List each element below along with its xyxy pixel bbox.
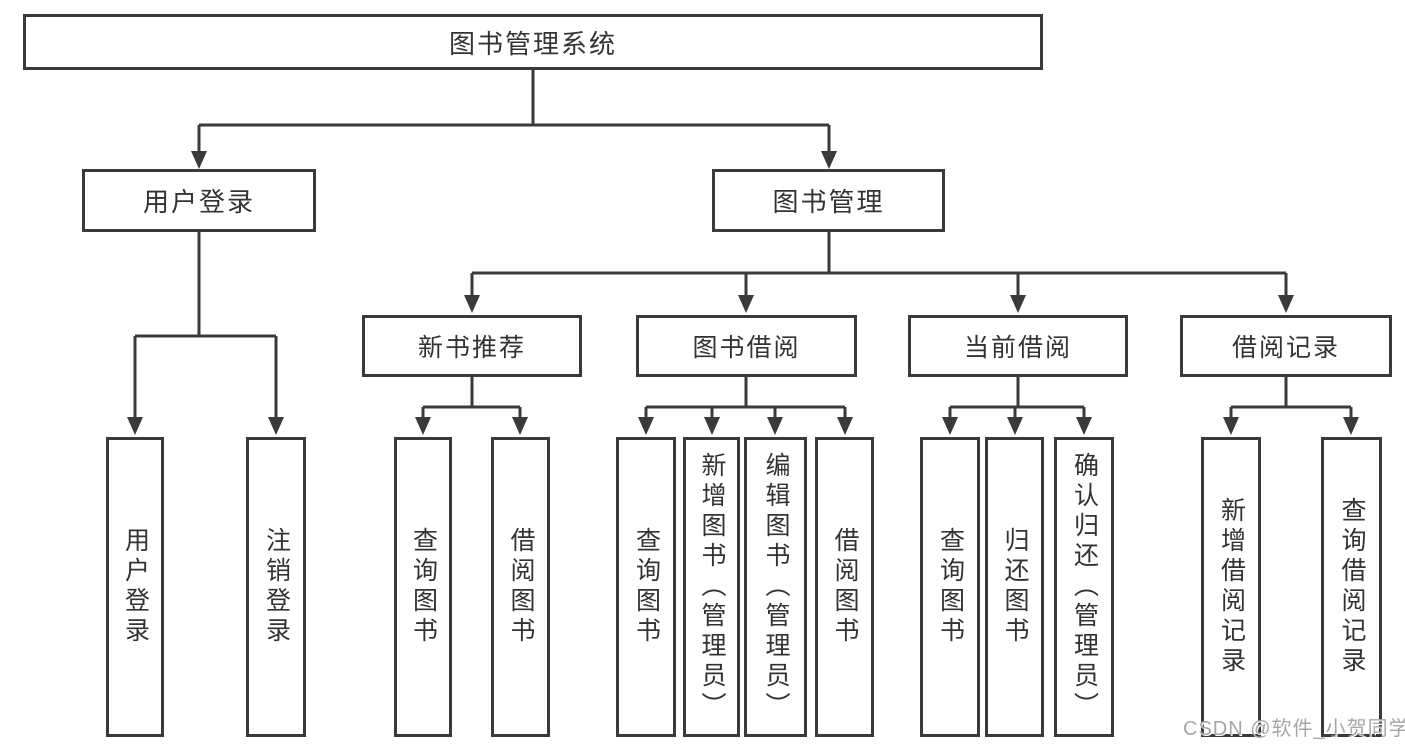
leaf-query-books-borrow: 查询图书 [616, 437, 676, 737]
edge-user-login-children [127, 232, 284, 435]
leaf-query-books-recommend: 查询图书 [394, 437, 452, 737]
edge-current-borrow-children [942, 377, 1092, 435]
edge-book-borrow-children [638, 377, 853, 435]
node-book-borrow: 图书借阅 [636, 315, 857, 377]
leaf-query-books-current: 查询图书 [920, 437, 980, 737]
leaf-edit-book-admin: 编辑图书（管理员） [744, 437, 807, 737]
leaf-logout: 注销登录 [246, 437, 306, 737]
leaf-add-borrow-record: 新增借阅记录 [1201, 437, 1261, 737]
leaf-add-book-admin: 新增图书（管理员） [683, 437, 740, 737]
edge-root-to-level2 [191, 70, 837, 169]
leaf-confirm-return-admin: 确认归还（管理员） [1054, 437, 1114, 737]
node-current-borrow: 当前借阅 [908, 315, 1128, 377]
root-node-library-system: 图书管理系统 [23, 14, 1043, 70]
leaf-query-borrow-record: 查询借阅记录 [1321, 437, 1382, 737]
leaf-return-book: 归还图书 [985, 437, 1044, 737]
leaf-borrow-books: 借阅图书 [815, 437, 874, 737]
node-new-book-recommend: 新书推荐 [362, 315, 582, 377]
leaf-borrow-books-recommend: 借阅图书 [491, 437, 550, 737]
leaf-user-login: 用户登录 [106, 437, 164, 737]
edge-new-book-children [415, 377, 528, 435]
node-borrow-records: 借阅记录 [1180, 315, 1392, 377]
csdn-watermark: CSDN @软件_小贺同学 [1183, 718, 1405, 740]
edge-borrow-record-children [1223, 377, 1359, 435]
node-book-management: 图书管理 [712, 169, 945, 232]
node-user-login: 用户登录 [82, 169, 316, 232]
edge-book-management-children [464, 232, 1294, 313]
